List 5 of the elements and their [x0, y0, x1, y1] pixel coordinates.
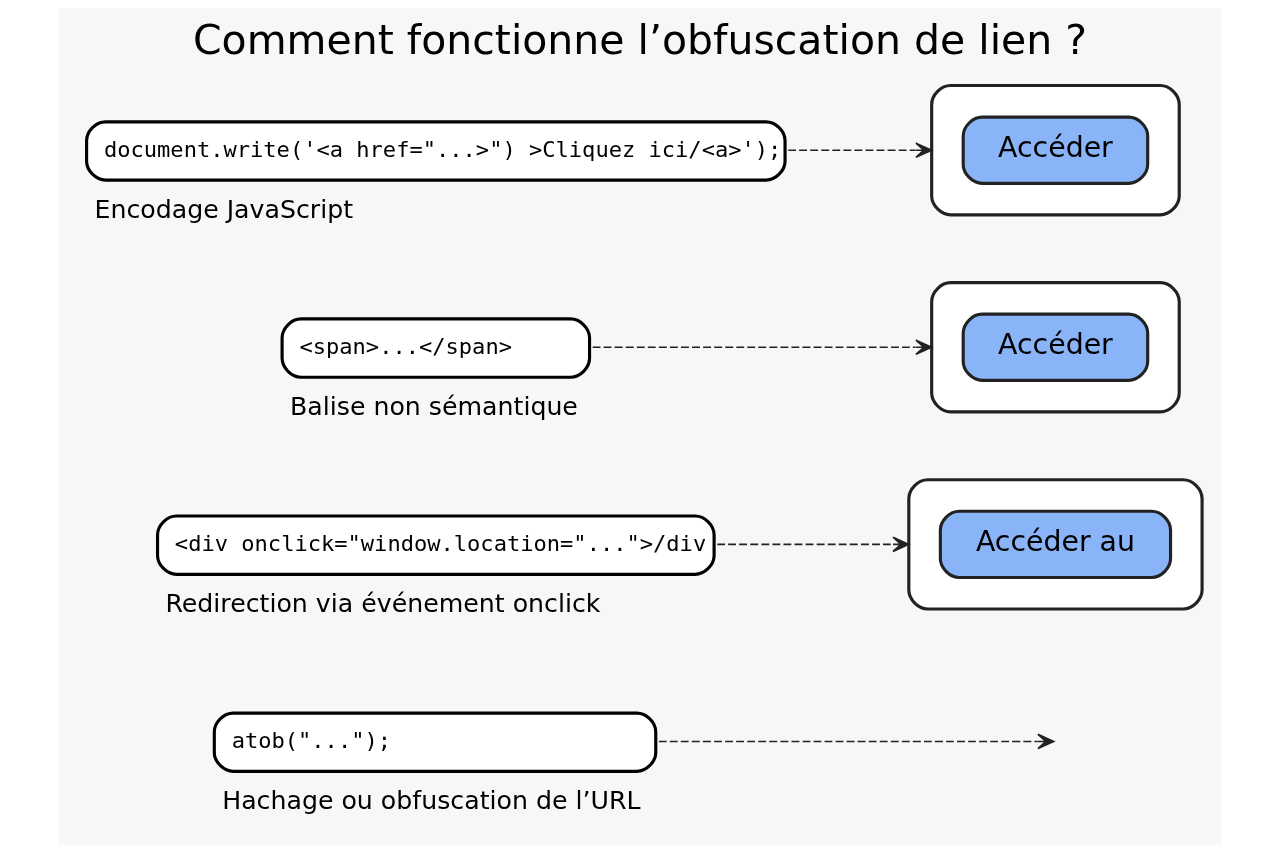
node-label: Balise non sémantique — [289, 391, 578, 421]
node-label: Hachage ou obfuscation de l’URL — [222, 785, 641, 815]
diagram-title: Comment fonctionne l’obfuscation de lien ? — [192, 15, 1088, 64]
node-label: Redirection via événement onclick — [165, 588, 601, 618]
node-label: Encodage JavaScript — [94, 194, 354, 224]
